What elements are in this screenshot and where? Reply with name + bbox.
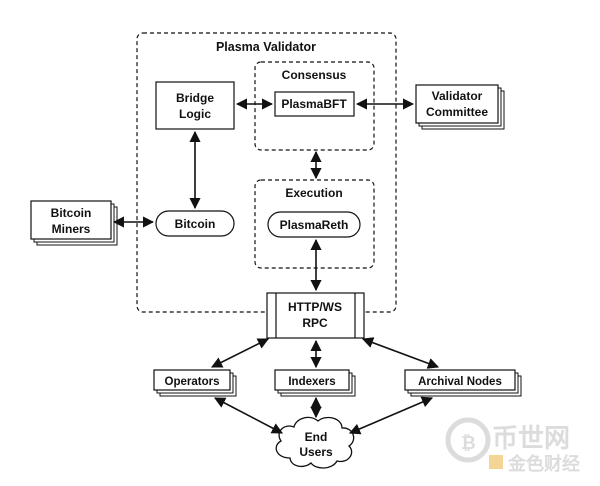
plasmabft-label: PlasmaBFT: [281, 97, 347, 111]
archival-nodes-label: Archival Nodes: [418, 376, 502, 388]
operators-node: Operators: [153, 369, 237, 397]
bitcoin-miners-node: Bitcoin Miners: [30, 200, 118, 246]
consensus-title: Consensus: [282, 68, 347, 82]
bitcoin-node: Bitcoin: [155, 210, 235, 237]
arrow-rpc-archival: [361, 337, 440, 369]
watermark-coin-icon: [445, 417, 491, 463]
rpc-node: HTTP/WS RPC: [266, 292, 365, 339]
plasma-validator-container: Plasma Validator: [136, 32, 397, 313]
plasma-validator-title: Plasma Validator: [216, 40, 316, 54]
plasmareth-pill: [267, 211, 361, 238]
indexers-label: Indexers: [288, 376, 335, 388]
bridge-logic-node: Bridge Logic: [155, 81, 235, 130]
watermark-logo-square: [489, 455, 503, 469]
plasmabft-box: [274, 91, 355, 117]
execution-title: Execution: [285, 186, 342, 200]
watermark-text: 币世网: [492, 423, 570, 453]
bitcoin-miners-line2: Miners: [52, 222, 91, 236]
consensus-group: Consensus PlasmaBFT: [254, 61, 375, 151]
end-users-line1: End: [305, 430, 328, 444]
validator-committee-line2: Committee: [426, 105, 488, 119]
validator-committee-line1: Validator: [432, 89, 483, 103]
validator-committee-node: Validator Committee: [415, 84, 505, 130]
plasmareth-label: PlasmaReth: [280, 218, 349, 232]
arrow-operators-users: [214, 397, 283, 434]
operators-label: Operators: [165, 376, 220, 388]
bridge-logic-line2: Logic: [179, 107, 211, 121]
bitcoin-miners-line1: Bitcoin: [51, 206, 92, 220]
end-users-node: End Users: [275, 416, 355, 469]
archival-nodes-node: Archival Nodes: [404, 369, 522, 397]
connectors: [112, 98, 440, 435]
execution-group: Execution PlasmaReth: [254, 179, 375, 269]
watermark: ₿ 币世网 金色财经: [445, 417, 580, 474]
bridge-logic-line1: Bridge: [176, 91, 214, 105]
arrow-archival-users: [348, 396, 434, 435]
watermark-subtext: 金色财经: [507, 453, 580, 474]
rpc-line2: RPC: [302, 316, 328, 330]
rpc-line1: HTTP/WS: [288, 300, 342, 314]
end-users-line2: Users: [299, 445, 333, 459]
arrow-rpc-operators: [210, 338, 270, 368]
indexers-node: Indexers: [274, 369, 356, 397]
bitcoin-label: Bitcoin: [175, 217, 216, 231]
watermark-coin-glyph: ₿: [461, 433, 476, 453]
